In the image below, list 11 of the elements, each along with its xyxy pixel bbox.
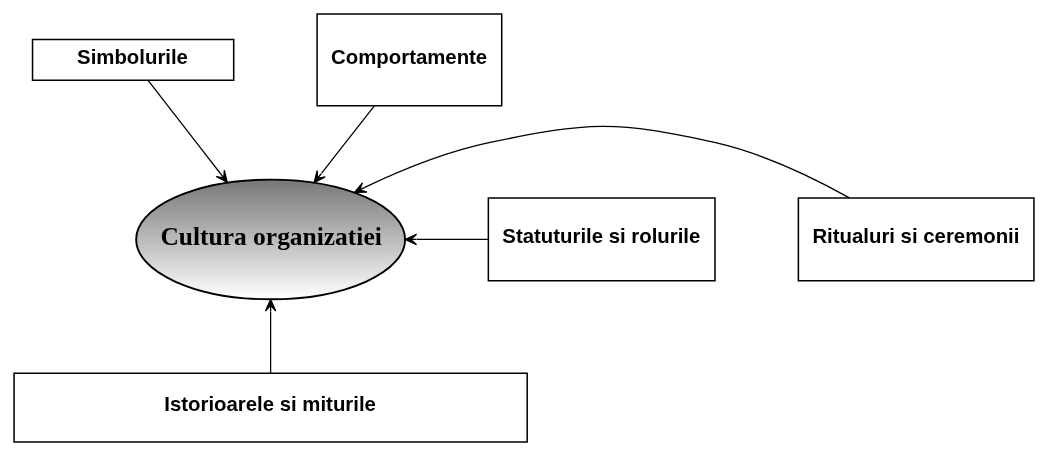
node-box: Simbolurile [31,38,235,82]
node-box: Comportamente [316,13,503,107]
node-ellipse: Cultura organizatiei [135,178,407,301]
arrow [353,125,850,199]
arrow [264,298,277,374]
arrow [404,233,489,246]
arrow [147,79,228,184]
arrow [313,105,375,184]
node-box: Ritualuri si ceremonii [797,197,1035,282]
node-box: Statuturile si rolurile [487,197,716,282]
node-box: Istorioarele si miturile [13,372,528,443]
